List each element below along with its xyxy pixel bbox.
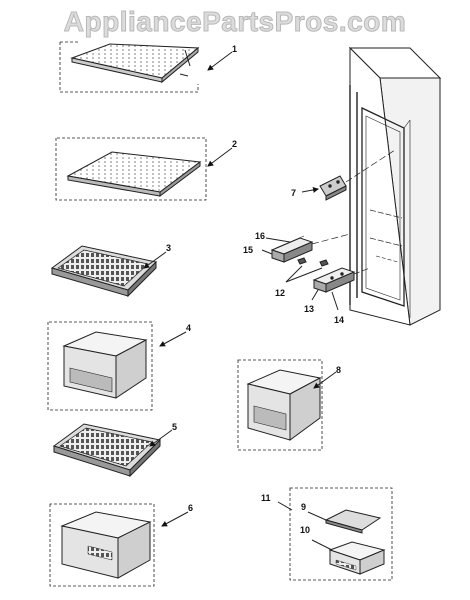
part-6-crisper-drawer [49, 503, 189, 587]
part-11-tray-assembly [277, 487, 393, 581]
part-16-slide-rail [261, 233, 351, 263]
part-12-screws [285, 257, 329, 283]
callout-10: 10 [300, 525, 311, 535]
callout-2: 2 [232, 139, 238, 149]
callout-14: 14 [334, 315, 345, 325]
part-14-slide-rail [312, 267, 371, 311]
callout-4: 4 [186, 323, 192, 333]
callout-9: 9 [301, 502, 307, 512]
callout-11: 11 [261, 493, 271, 503]
part-1-shelf [59, 41, 233, 93]
part-3-crisper-cover [50, 245, 167, 298]
part-5-crisper-cover [52, 423, 173, 478]
callout-7: 7 [291, 188, 297, 198]
part-9-tray-cover [307, 509, 382, 534]
callout-15: 15 [243, 245, 254, 255]
callout-16: 16 [255, 231, 266, 241]
callout-3: 3 [166, 243, 172, 253]
part-2-shelf [55, 137, 233, 201]
callout-5: 5 [172, 422, 178, 432]
part-10-tray [311, 539, 386, 575]
callout-1: 1 [232, 44, 238, 54]
part-8-crisper-drawer [237, 359, 337, 451]
refrigerator-cabinet [348, 46, 442, 326]
callout-12: 12 [275, 288, 286, 298]
part-13-screw [311, 289, 319, 301]
callout-6: 6 [188, 503, 194, 513]
part-4-crisper-drawer [47, 321, 187, 411]
part-7-bracket [301, 149, 396, 201]
callout-13: 13 [304, 304, 315, 314]
callout-8: 8 [336, 365, 342, 375]
watermark-logo: AppliancePartsPros.com [63, 6, 407, 38]
